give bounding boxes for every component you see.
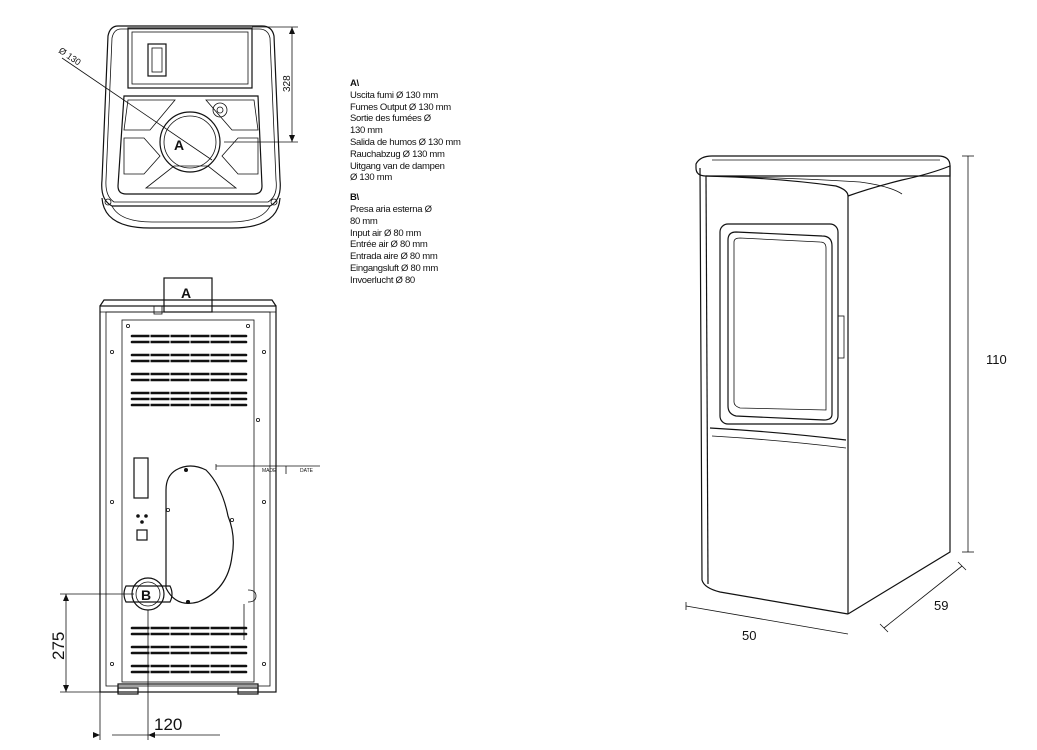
legend: A\ Uscita fumi Ø 130 mm Fumes Output Ø 1… [350, 78, 461, 295]
legend-b-line: Entrada aire Ø 80 mm [350, 251, 438, 263]
legend-a-line: Sortie des fumées Ø [350, 113, 431, 125]
legend-b-line: Presa aria esterna Ø [350, 203, 432, 215]
rear-view: A [49, 277, 320, 740]
legend-b-line: Entrée air Ø 80 mm [350, 239, 428, 251]
legend-b-line: Invoerlucht Ø 80 [350, 274, 415, 286]
depth-value: 59 [934, 598, 948, 613]
legend-a-line: 130 mm [350, 125, 383, 137]
legend-b-heading: B\ [350, 192, 359, 204]
legend-b: B\ Presa aria esterna Ø 80 mm Input air … [350, 192, 461, 286]
legend-b-line: Input air Ø 80 mm [350, 227, 421, 239]
legend-a-line: Uitgang van de dampen [350, 160, 445, 172]
outlet-marker-a: A [174, 137, 184, 153]
width-value: 50 [742, 628, 756, 643]
offset-dimension: 120 [154, 715, 182, 734]
diameter-label: Ø 130 [57, 45, 83, 67]
plate-right-label: DATE [300, 468, 314, 474]
legend-a-line: Uscita fumi Ø 130 mm [350, 89, 438, 101]
plate-left-label: MADE [262, 468, 277, 474]
depth-dimension: 328 [282, 75, 293, 92]
legend-a-line: Fumes Output Ø 130 mm [350, 101, 451, 113]
legend-a-line: Rauchabzug Ø 130 mm [350, 148, 445, 160]
perspective-view: 110 50 59 [685, 155, 1007, 643]
legend-b-line: Eingangsluft Ø 80 mm [350, 262, 438, 274]
top-view: A Ø 130 328 [57, 25, 298, 229]
air-marker-b: B [141, 587, 151, 603]
flue-marker-a: A [181, 285, 191, 301]
legend-a-heading: A\ [350, 78, 359, 89]
legend-b-line: 80 mm [350, 215, 378, 227]
height-dimension: 275 [49, 632, 68, 660]
height-value: 110 [986, 352, 1007, 367]
legend-a-line: Salida de humos Ø 130 mm [350, 136, 461, 148]
legend-a-line: Ø 130 mm [350, 172, 392, 184]
legend-a: A\ Uscita fumi Ø 130 mm Fumes Output Ø 1… [350, 78, 461, 184]
